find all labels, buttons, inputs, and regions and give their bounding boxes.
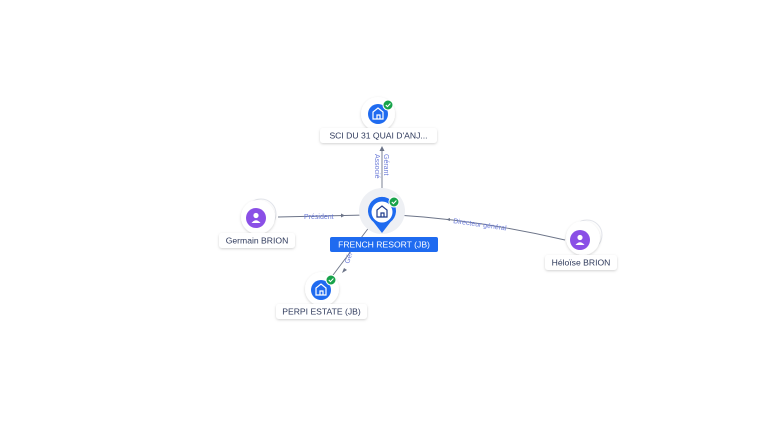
building-icon	[315, 283, 327, 296]
edge-label-president: Président	[304, 214, 334, 221]
building-icon	[372, 107, 384, 120]
edge-perpi-center[interactable]: Gér	[326, 225, 371, 284]
node-heloise[interactable]: Héloïse BRION	[545, 219, 617, 270]
node-label: SCI DU 31 QUAI D'ANJ...	[329, 131, 427, 141]
arrow-icon	[446, 218, 450, 221]
arrow-icon	[379, 146, 385, 151]
arrow-icon	[341, 213, 345, 218]
node-germain[interactable]: Germain BRION	[219, 198, 295, 248]
node-perpi[interactable]: PERPI ESTATE (JB)	[276, 272, 367, 319]
check-icon	[325, 274, 337, 286]
check-icon	[382, 99, 394, 111]
person-icon	[575, 234, 585, 245]
check-icon	[388, 196, 400, 208]
node-label: Héloïse BRION	[552, 258, 611, 268]
node-label: Germain BRION	[226, 236, 289, 246]
edge-label-directeur-general: Directeur général	[453, 218, 508, 232]
edge-label-gerant: Gérant	[382, 154, 389, 175]
node-label-box	[219, 233, 295, 248]
edge-label-gerant-partial: Gér	[344, 251, 354, 265]
edge-sci-center[interactable]: Gérant Associé	[373, 146, 389, 193]
edge-label-associe: Associé	[373, 154, 380, 179]
building-icon	[376, 205, 388, 218]
node-sci[interactable]: SCI DU 31 QUAI D'ANJ...	[320, 97, 437, 143]
node-center[interactable]: FRENCH RESORT (JB)	[330, 188, 438, 252]
node-label: FRENCH RESORT (JB)	[338, 240, 430, 250]
person-icon	[251, 212, 261, 223]
arrow-icon	[342, 268, 347, 273]
node-label-box	[320, 128, 437, 143]
center-label-box	[330, 237, 438, 252]
node-label: PERPI ESTATE (JB)	[282, 307, 361, 317]
node-label-box	[276, 304, 367, 319]
node-label-box	[545, 255, 617, 270]
edge-heloise-center[interactable]: Directeur général	[396, 214, 566, 241]
edge-germain-center[interactable]: Président	[277, 213, 367, 222]
